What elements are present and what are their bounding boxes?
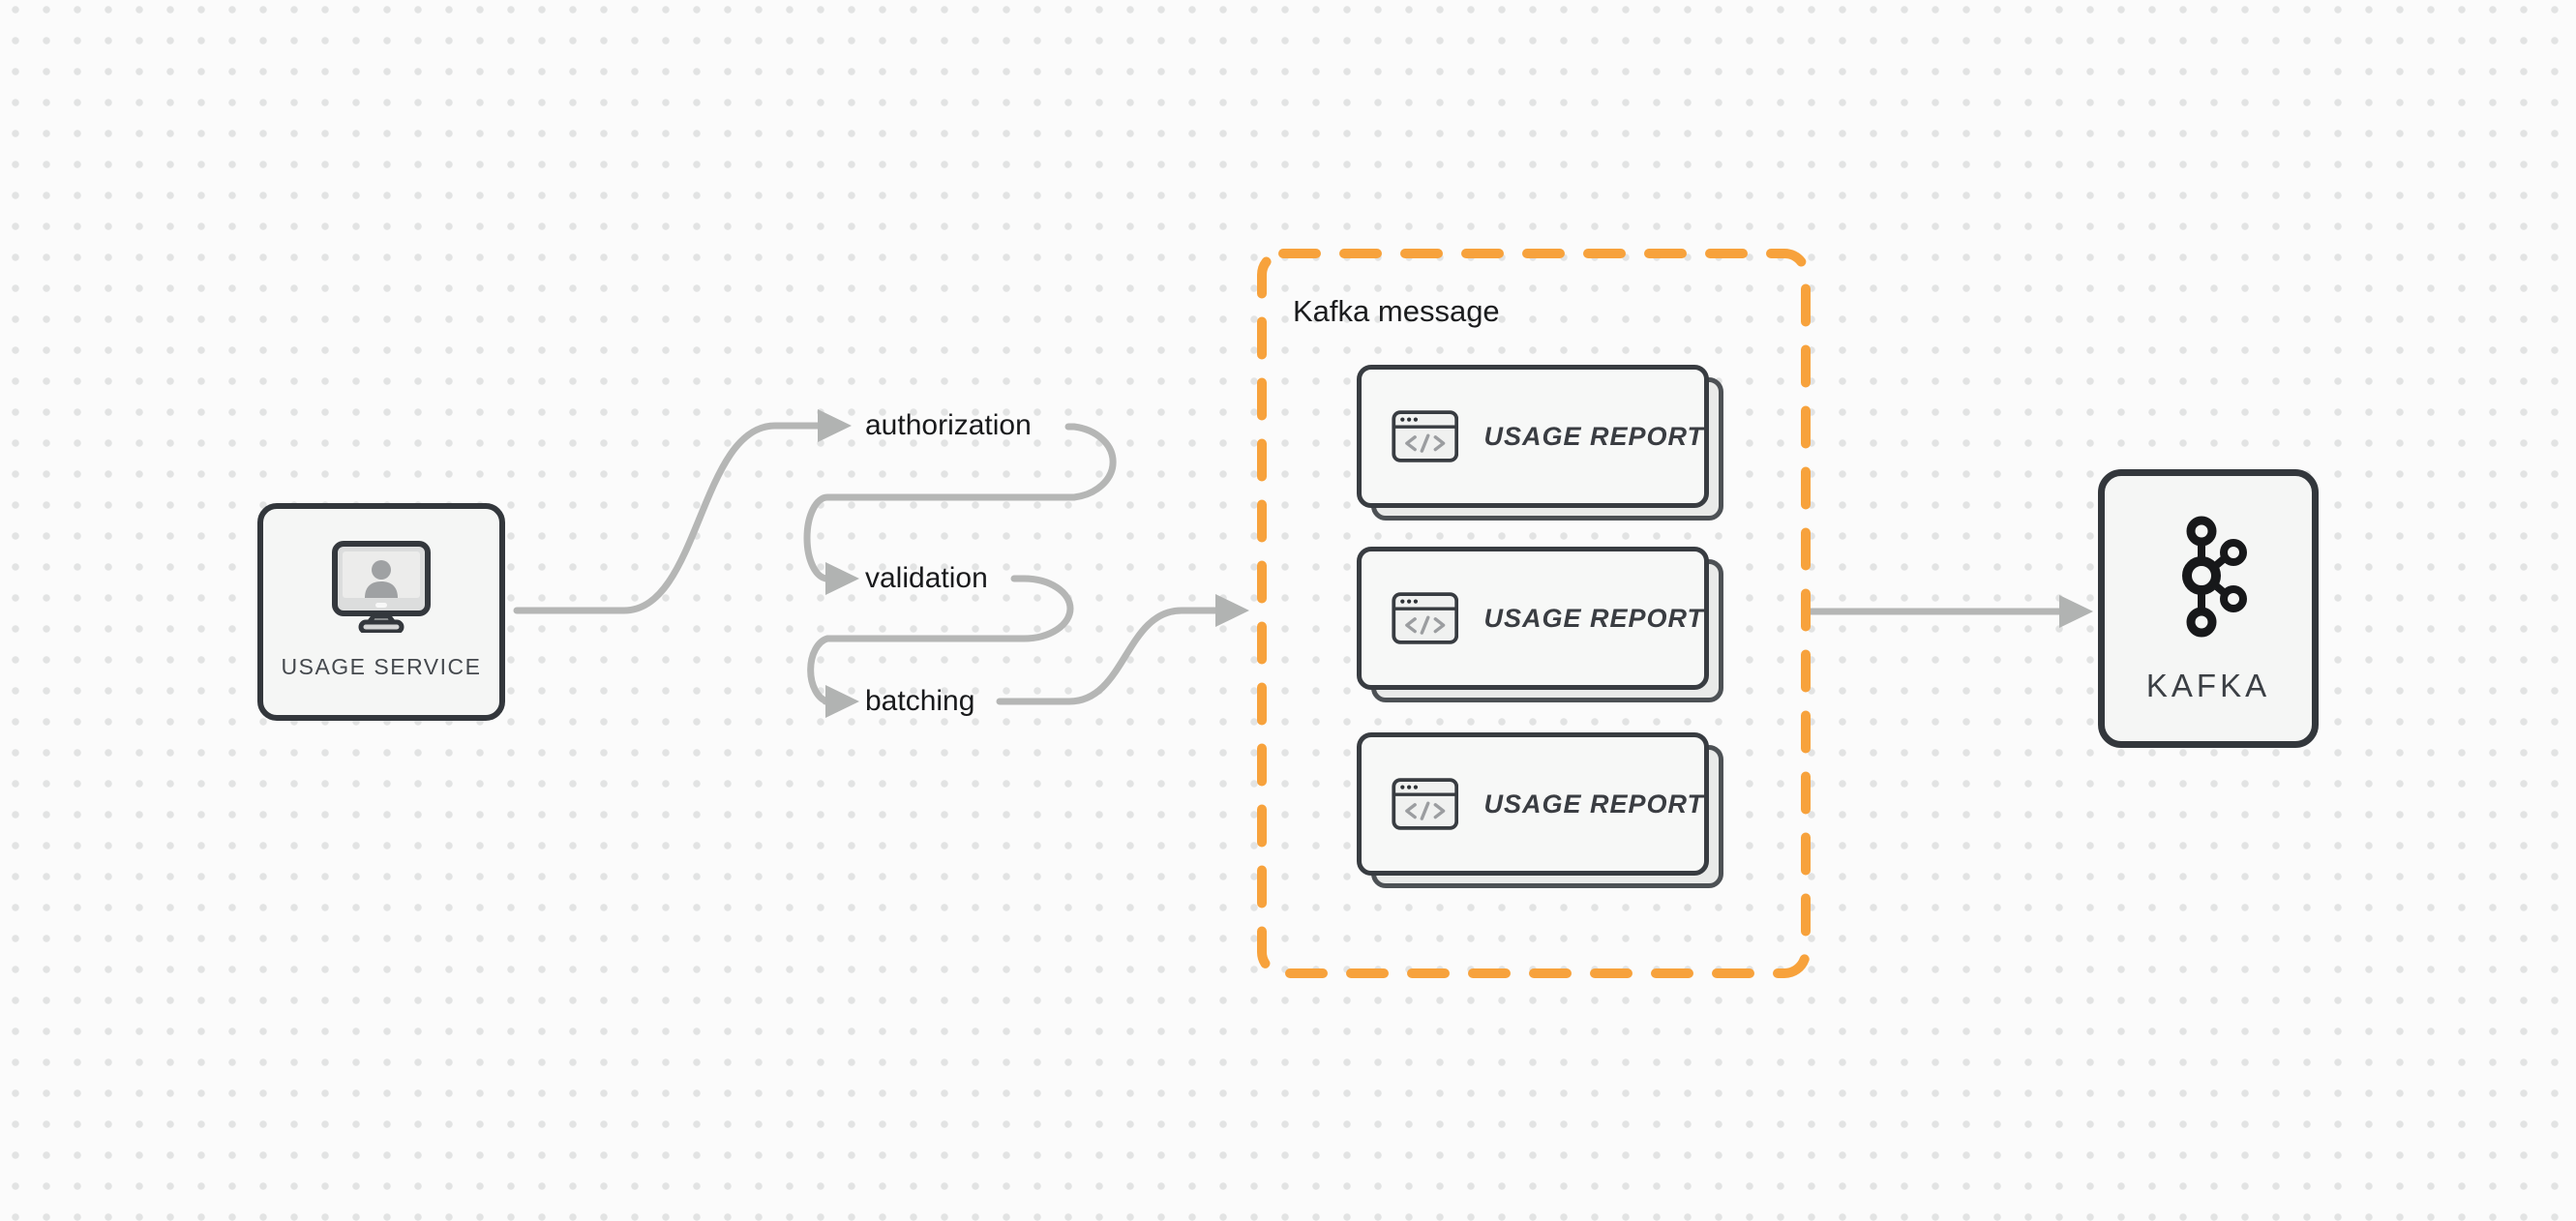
usage-report-card: USAGE REPORT bbox=[1357, 732, 1723, 888]
arrow-usage-service-to-authorization bbox=[513, 422, 822, 614]
usage-report-label: USAGE REPORT bbox=[1483, 789, 1704, 819]
code-window-icon bbox=[1392, 410, 1459, 462]
kafka-node: KAFKA bbox=[2098, 469, 2319, 748]
kafka-message-group-border bbox=[1257, 249, 1811, 978]
arrowhead-authorization bbox=[818, 409, 852, 442]
usage-service-node: USAGE SERVICE bbox=[257, 503, 505, 721]
step-label-authorization: authorization bbox=[865, 409, 1032, 441]
code-window-icon bbox=[1392, 778, 1459, 830]
arrowhead-kafka-message bbox=[1215, 594, 1249, 627]
arrowhead-kafka bbox=[2059, 595, 2093, 628]
kafka-label: KAFKA bbox=[2145, 668, 2271, 703]
step-label-batching: batching bbox=[865, 685, 975, 717]
step-label-validation: validation bbox=[865, 562, 988, 594]
monitor-user-icon bbox=[332, 541, 431, 633]
kafka-logo-icon bbox=[2182, 516, 2247, 638]
usage-service-label: USAGE SERVICE bbox=[281, 654, 482, 679]
code-window-icon bbox=[1392, 592, 1459, 644]
usage-report-label: USAGE REPORT bbox=[1483, 603, 1704, 633]
usage-report-label: USAGE REPORT bbox=[1483, 421, 1704, 451]
arrow-validation-to-batching bbox=[807, 575, 1074, 705]
usage-report-card: USAGE REPORT bbox=[1357, 365, 1723, 521]
arrowhead-validation bbox=[825, 562, 859, 595]
arrowhead-batching bbox=[825, 685, 859, 718]
arrow-batching-to-kafka-message bbox=[996, 607, 1219, 705]
arrow-authorization-to-validation bbox=[803, 423, 1117, 582]
usage-report-card: USAGE REPORT bbox=[1357, 547, 1723, 702]
kafka-message-group-title: Kafka message bbox=[1293, 294, 1500, 328]
